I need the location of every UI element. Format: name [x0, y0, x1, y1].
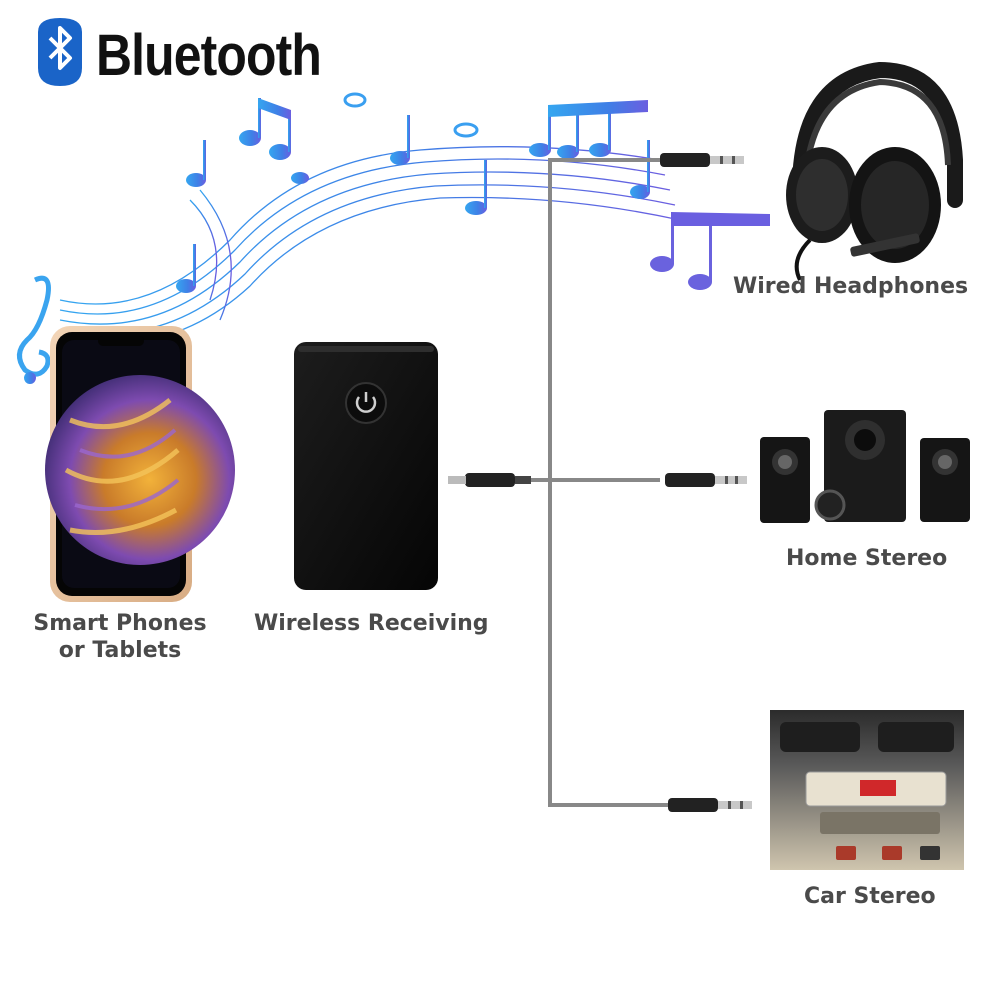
source-label-line2: or Tablets: [58, 638, 182, 663]
aux-jack-icon: [660, 153, 744, 167]
speakers-icon: [760, 410, 970, 523]
aux-jack-icon: [448, 473, 531, 487]
aux-jack-icon: [665, 473, 747, 487]
output-label-car-stereo: Car Stereo: [804, 884, 936, 909]
source-label: Smart Phones or Tablets: [10, 610, 230, 664]
cable-network: [530, 158, 672, 807]
output-label-home-stereo: Home Stereo: [786, 546, 948, 571]
smartphone-icon: [45, 326, 235, 602]
brand-title: Bluetooth: [96, 23, 322, 88]
aux-jack-icon: [668, 798, 752, 812]
receiver-label: Wireless Receiving: [254, 611, 489, 636]
headphones-icon: [786, 61, 963, 281]
output-label-headphones: Wired Headphones: [733, 274, 969, 299]
music-notes-icon: [59, 146, 681, 345]
bluetooth-icon: [38, 18, 82, 86]
car-dashboard-icon: [770, 710, 964, 870]
source-label-line1: Smart Phones: [33, 611, 207, 636]
power-button-icon: [345, 382, 387, 424]
music-note-glyphs: [17, 92, 770, 384]
receiver-device: [294, 342, 438, 590]
